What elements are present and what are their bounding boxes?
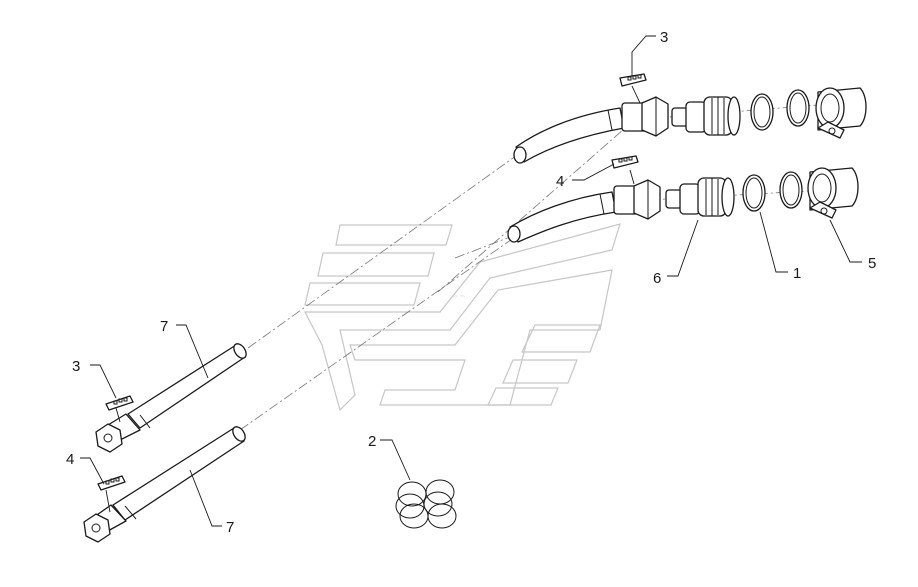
- hex-nut-left-lower: [83, 513, 111, 543]
- callout-1: 1: [793, 265, 801, 282]
- watermark-logo: ~~ ~~: [304, 223, 621, 412]
- callout-4-middle: 4: [556, 173, 564, 190]
- straight-hose-lower: [83, 426, 246, 543]
- straight-hose-upper: [95, 343, 247, 453]
- callout-7-upper: 7: [160, 318, 168, 335]
- callout-labels: 3 4 6 1 5 7 3 4 7 2: [66, 29, 876, 536]
- clip-left-lower: [97, 475, 126, 491]
- o-rings: [395, 479, 457, 529]
- hex-nut-lower: [633, 179, 661, 220]
- callout-3-top: 3: [660, 29, 668, 46]
- quick-coupling-lower: [665, 177, 735, 217]
- quick-coupling-upper: [671, 96, 741, 136]
- dust-cap-upper: [815, 87, 867, 139]
- clip-left-upper: [105, 395, 134, 411]
- svg-text:~~ ~~: ~~ ~~: [452, 294, 465, 300]
- callout-7-lower: 7: [226, 519, 234, 536]
- clip-upper: [619, 73, 647, 87]
- lower-curved-hose: [507, 179, 661, 243]
- clip-middle: [611, 155, 639, 169]
- callout-4-left: 4: [66, 451, 74, 468]
- dust-cap-lower: [807, 167, 859, 219]
- hex-nut-upper: [641, 96, 669, 137]
- callout-2: 2: [368, 433, 376, 450]
- hex-nut-left-upper: [95, 423, 123, 453]
- callout-3-left: 3: [72, 358, 80, 375]
- upper-curved-hose: [513, 96, 669, 164]
- snap-rings: [742, 89, 810, 212]
- callout-6: 6: [653, 270, 661, 287]
- leader-lines: [80, 35, 862, 527]
- callout-5: 5: [868, 255, 876, 272]
